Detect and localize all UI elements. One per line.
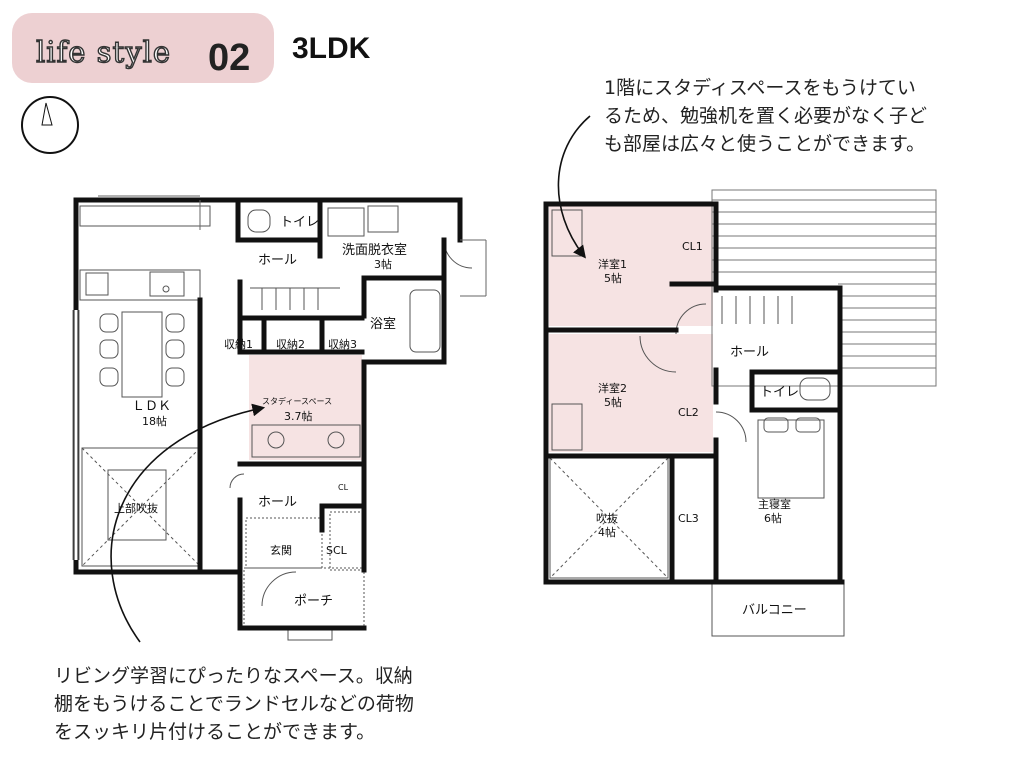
study-space-highlight (249, 355, 362, 460)
floor2-plan: 洋室1 5帖 CL1 ホール トイレ 洋室2 5帖 CL2 吹抜 4帖 CL3 … (543, 189, 937, 637)
f1-washroom-size: 3帖 (374, 258, 392, 271)
f1-study-label: スタディースペース (262, 396, 332, 406)
f1-ldk-size: 18帖 (142, 415, 167, 428)
f2-cl3-label: CL3 (678, 512, 699, 525)
f1-hall-lower-label: ホール (258, 495, 297, 510)
f1-bath-label: 浴室 (370, 316, 396, 332)
f2-master-label: 主寝室 (758, 497, 791, 511)
f2-cl2-label: CL2 (678, 406, 699, 419)
roof-area (711, 189, 937, 387)
arrow-icon (110, 403, 266, 643)
floor1-plan: トイレ ホール 洗面脱衣室 3帖 浴室 収納1 収納2 収納3 ＬＤＫ 18帖 … (72, 195, 487, 641)
f2-toilet-label: トイレ (760, 385, 799, 400)
f1-toilet-label: トイレ (280, 215, 319, 230)
f1-hall-upper-label: ホール (258, 253, 297, 268)
f2-cl1-label: CL1 (682, 240, 703, 253)
room1-highlight (549, 206, 713, 326)
f1-washroom-label: 洗面脱衣室 (342, 242, 407, 258)
f1-storage1-label: 収納1 (224, 338, 253, 351)
f1-scl-label: SCL (326, 544, 348, 557)
f2-void-label: 吹抜 (596, 511, 618, 525)
note-bottom: リビング学習にぴったりなスペース。収納 棚をもうけることでランドセルなどの荷物 … (54, 665, 414, 743)
badge-number: 02 (208, 37, 251, 79)
f2-room2-size: 5帖 (604, 396, 622, 409)
f1-study-size: 3.7帖 (284, 410, 313, 423)
room2-highlight (549, 334, 713, 452)
f1-porch-label: ポーチ (294, 594, 333, 609)
f2-master-size: 6帖 (764, 512, 782, 525)
f1-entrance-label: 玄関 (270, 543, 292, 557)
f1-storage3-label: 収納3 (328, 338, 357, 351)
f2-room2-label: 洋室2 (598, 381, 627, 395)
title-badge: life style 02 (12, 13, 274, 83)
compass-icon (21, 96, 79, 154)
f2-hall-label: ホール (730, 345, 769, 360)
f1-void-above-label: 上部吹抜 (114, 501, 158, 515)
f2-void-size: 4帖 (598, 526, 616, 539)
f2-balcony-label: バルコニー (742, 603, 807, 618)
f1-storage2-label: 収納2 (276, 338, 305, 351)
f2-room1-size: 5帖 (604, 272, 622, 285)
f1-cl-label: CL (338, 483, 349, 492)
f2-room1-label: 洋室1 (598, 257, 627, 271)
f1-ldk-label: ＬＤＫ (132, 399, 171, 414)
note-top: 1階にスタディスペースをもうけてい るため、勉強机を置く必要がなく子ど も部屋は… (604, 77, 928, 155)
badge-text: life style (35, 34, 172, 69)
arrow-icon (557, 115, 591, 259)
plan-type: 3LDK (292, 32, 371, 65)
